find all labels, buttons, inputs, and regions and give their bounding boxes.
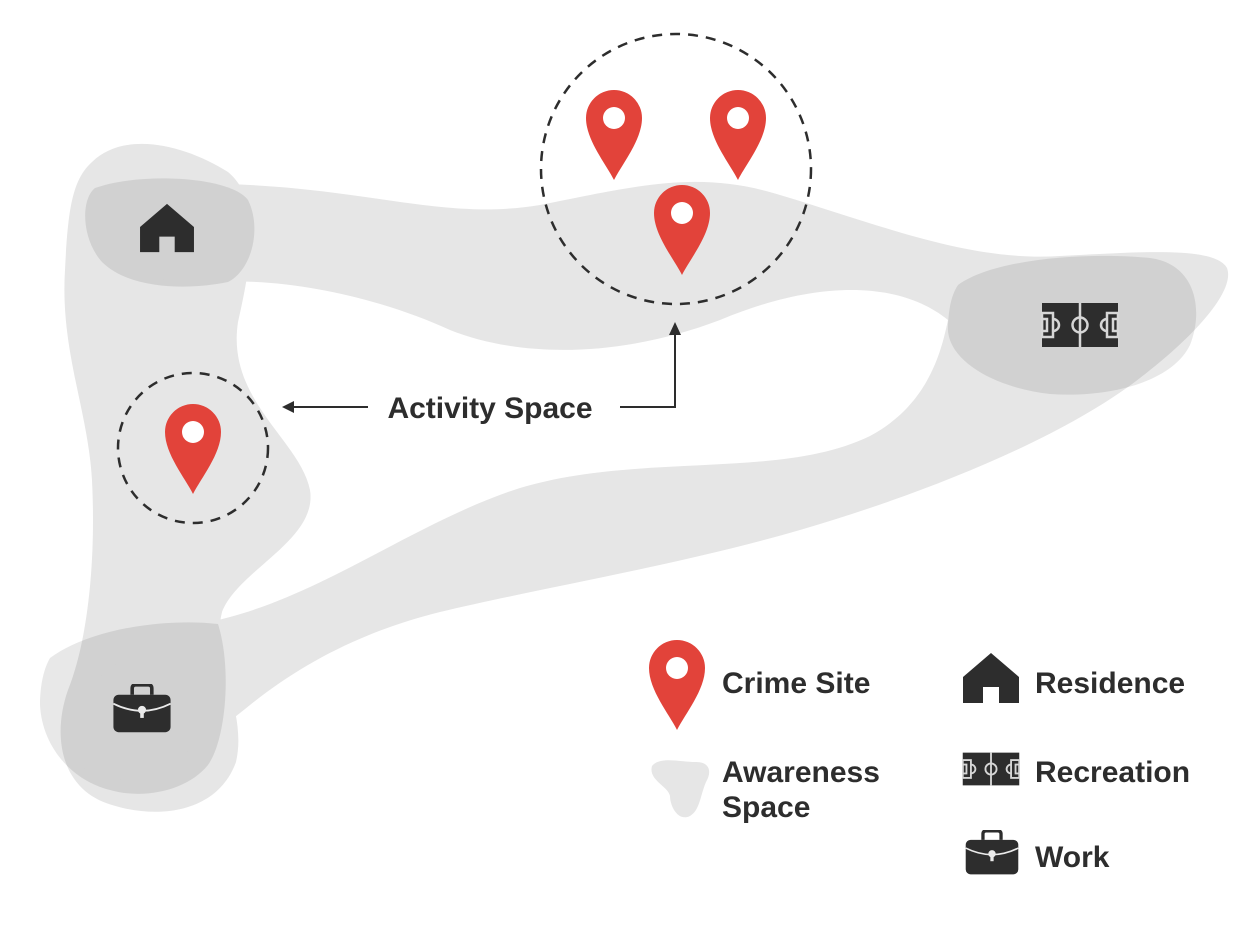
legend-label: Awareness bbox=[722, 756, 880, 789]
legend-item-recreation: Recreation bbox=[962, 751, 1190, 789]
activity-space-circle-top bbox=[539, 32, 813, 306]
briefcase-icon bbox=[963, 830, 1021, 876]
legend-item-crime-site: Crime Site bbox=[649, 640, 870, 730]
legend-label: Crime Site bbox=[722, 667, 870, 700]
soccer-field-icon bbox=[1041, 302, 1119, 348]
activity-space-label: Activity Space bbox=[387, 392, 592, 425]
activity-space-callout: Activity Space bbox=[282, 322, 681, 425]
legend-label: Residence bbox=[1035, 667, 1185, 700]
legend-item-awareness-space: Awareness Space bbox=[651, 756, 880, 824]
awareness-space-shape bbox=[67, 181, 1229, 781]
legend: Crime Site Awareness Space Residence Rec… bbox=[649, 640, 1190, 876]
legend-item-work: Work bbox=[963, 830, 1110, 876]
house-icon bbox=[963, 653, 1019, 703]
legend-label: Space bbox=[722, 791, 810, 824]
soccer-field-icon bbox=[962, 751, 1020, 787]
map-pin-icon bbox=[649, 640, 705, 730]
crime-site-pin bbox=[710, 90, 766, 180]
crime-site-pin bbox=[586, 90, 642, 180]
legend-label: Work bbox=[1035, 841, 1110, 874]
blob-shape-icon bbox=[651, 760, 710, 818]
activity-space-circle-left bbox=[116, 371, 270, 525]
legend-item-residence: Residence bbox=[963, 653, 1185, 703]
legend-label: Recreation bbox=[1035, 756, 1190, 789]
